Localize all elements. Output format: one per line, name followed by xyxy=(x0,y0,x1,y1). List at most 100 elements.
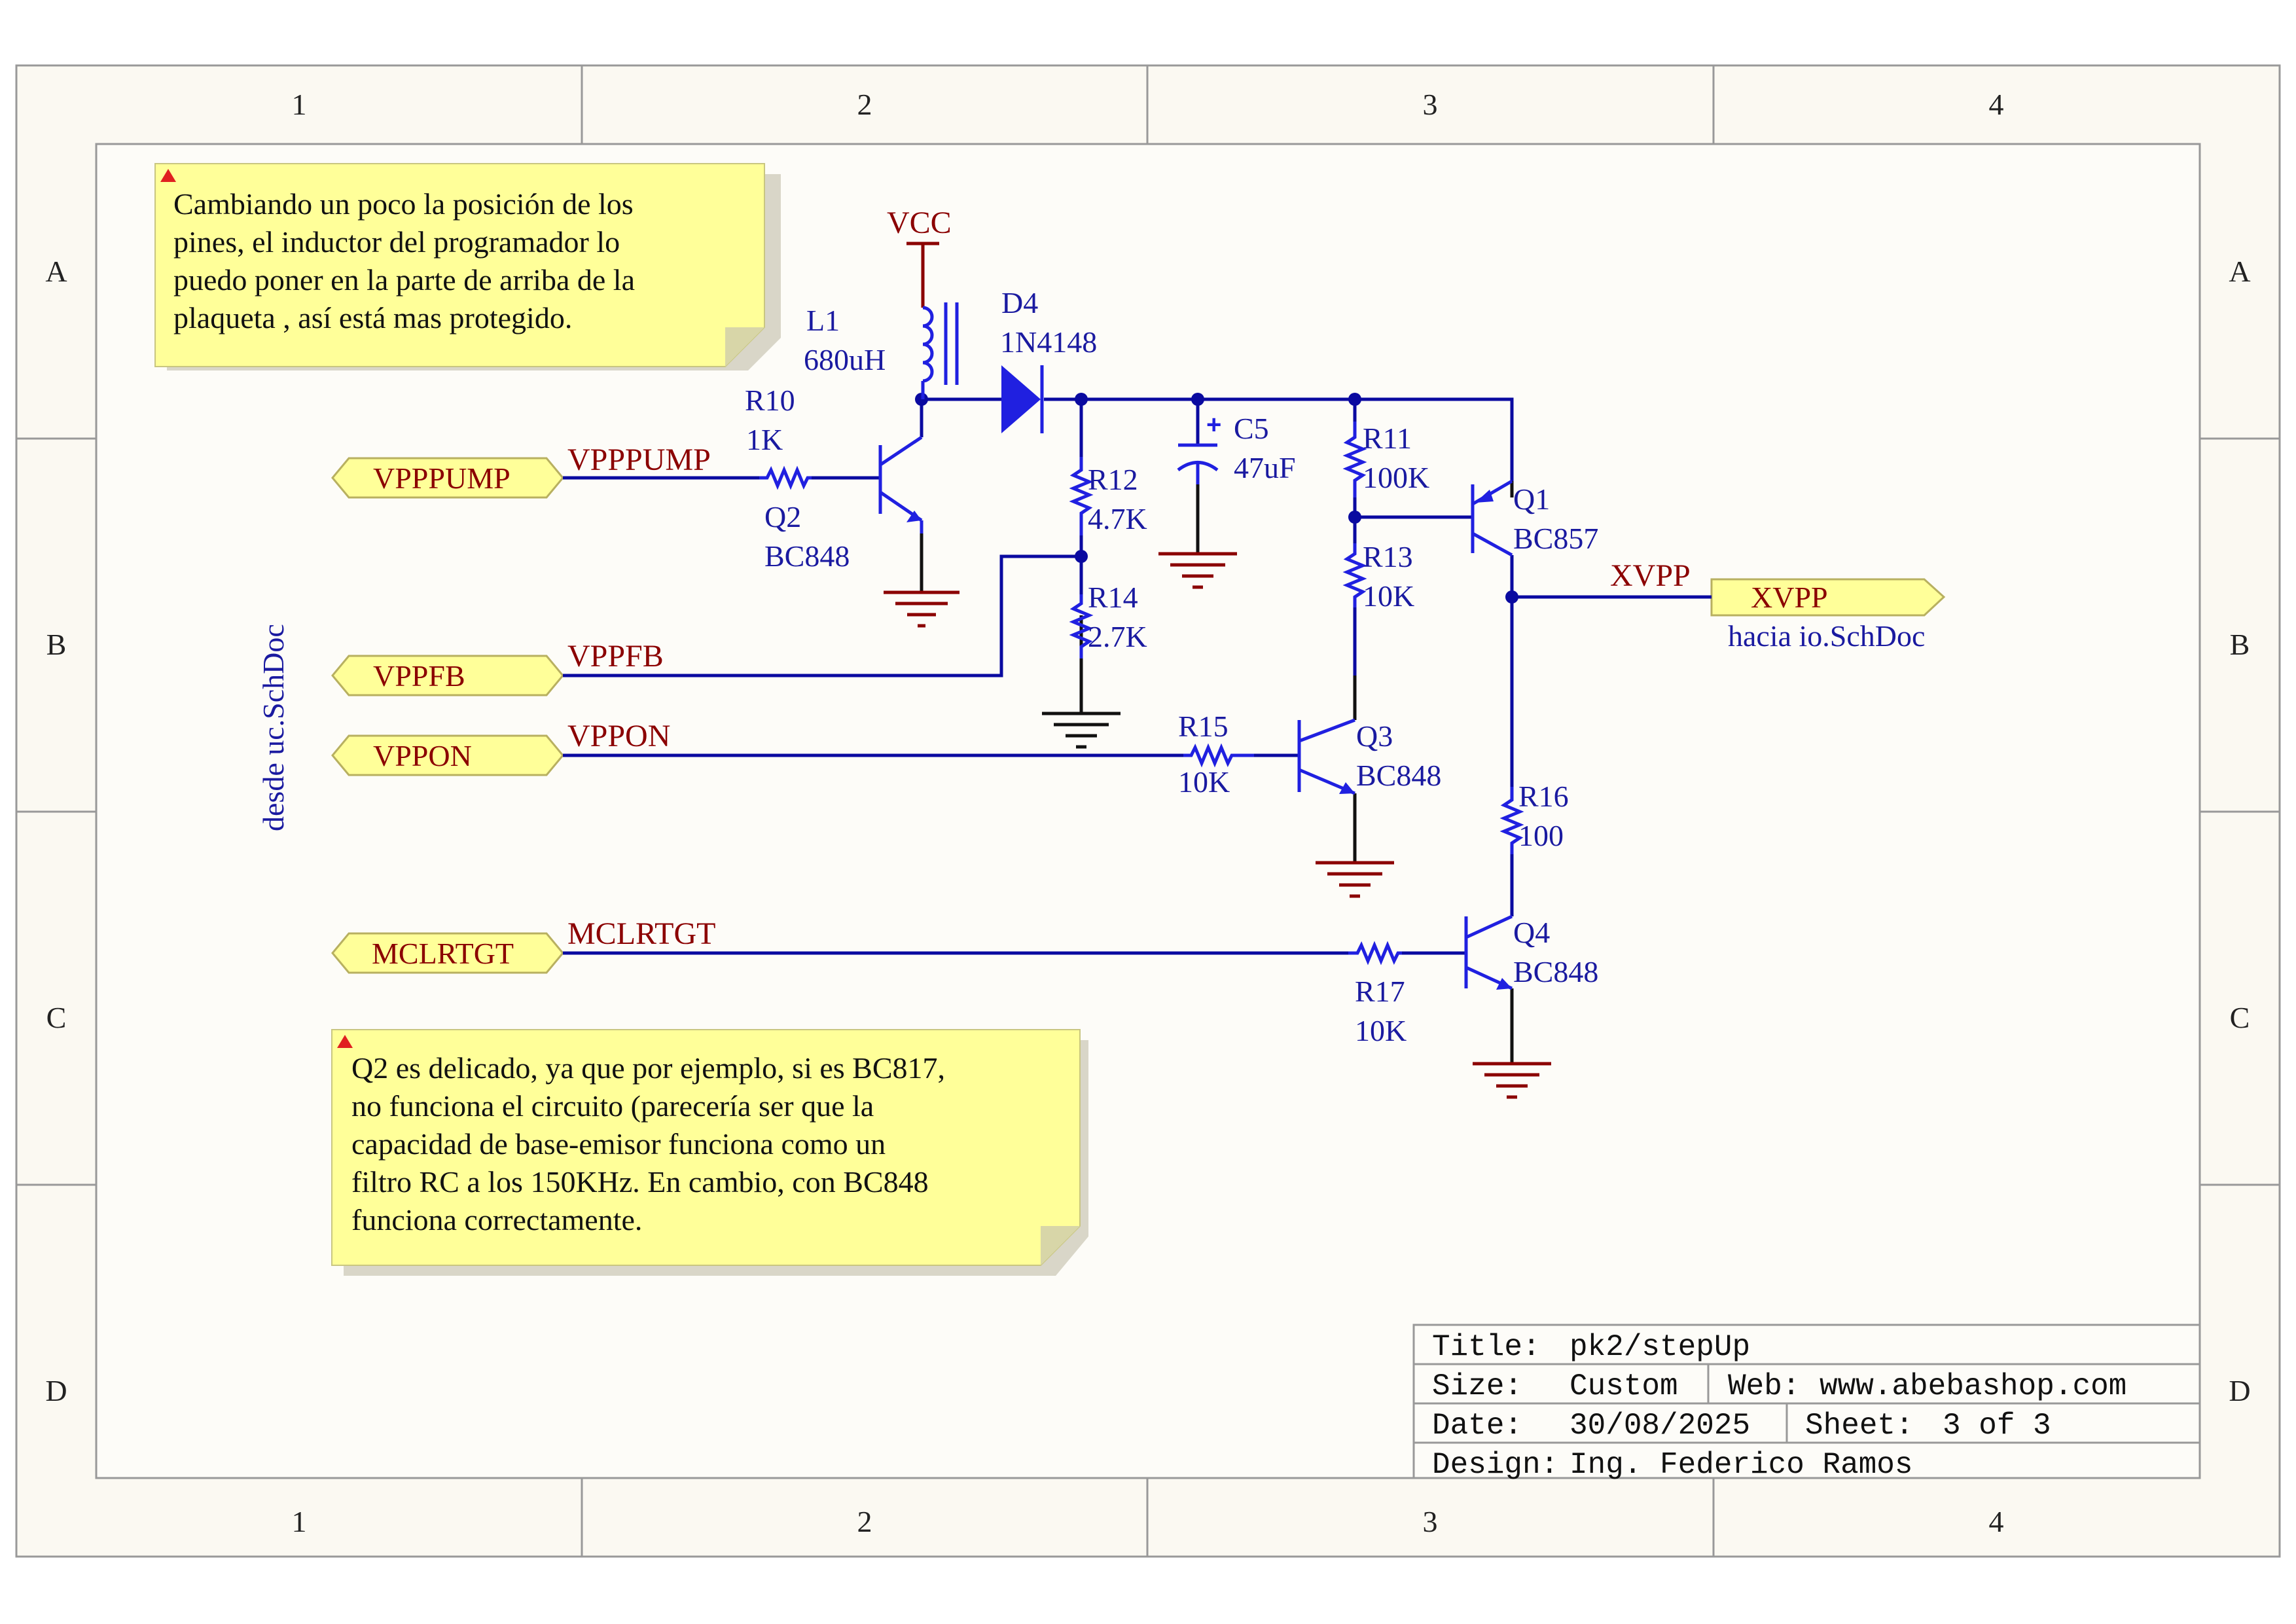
resistor-r10[interactable]: R10 1K xyxy=(745,384,812,490)
zone-col-2-bottom: 2 xyxy=(857,1505,872,1538)
resistor-r13[interactable]: R13 10K xyxy=(1342,540,1414,613)
net-label-xvpp: XVPP xyxy=(1610,558,1691,593)
l1-value: 680uH xyxy=(804,343,886,376)
ground-q2 xyxy=(884,590,960,628)
l1-ref: L1 xyxy=(806,304,840,337)
port-vppfb[interactable]: VPPFB xyxy=(331,655,564,696)
net-label-vppfb: VPPFB xyxy=(567,639,664,674)
junction-dots xyxy=(915,393,1518,604)
tb-sheet-label: Sheet: xyxy=(1805,1409,1914,1443)
note-bottom-line-5: funciona correctamente. xyxy=(351,1203,642,1236)
note-bottom-line-1: Q2 es delicado, ya que por ejemplo, si e… xyxy=(351,1051,945,1085)
transistor-q2[interactable]: Q2 BC848 xyxy=(764,435,924,573)
resistor-r14[interactable]: R14 2.7K xyxy=(1069,581,1147,659)
tb-size-label: Size: xyxy=(1432,1369,1522,1403)
note-bottom-line-4: filtro RC a los 150KHz. En cambio, con B… xyxy=(351,1165,929,1199)
r17-value: 10K xyxy=(1355,1014,1407,1047)
r12-ref: R12 xyxy=(1088,463,1138,496)
resistor-r16[interactable]: R16 100 xyxy=(1499,780,1569,854)
from-sheet-text: desde uc.SchDoc xyxy=(257,624,290,831)
ground-q3 xyxy=(1316,861,1394,898)
note-top-line-3: puedo poner en la parte de arriba de la xyxy=(173,263,635,297)
zone-col-4-bottom: 4 xyxy=(1989,1505,2004,1538)
d4-value: 1N4148 xyxy=(1000,325,1097,359)
note-bottom-line-3: capacidad de base-emisor funciona como u… xyxy=(351,1127,886,1161)
tb-sheet-value: 3 of 3 xyxy=(1943,1409,2051,1443)
tb-design-value: Ing. Federico Ramos xyxy=(1570,1448,1913,1482)
transistor-q1[interactable]: Q1 BC857 xyxy=(1471,479,1598,557)
diode-d4[interactable]: D4 1N4148 xyxy=(1000,286,1097,433)
zone-row-d-right: D xyxy=(2229,1374,2250,1407)
c5-value: 47uF xyxy=(1234,451,1296,484)
tb-web-label: Web: xyxy=(1728,1369,1800,1403)
r15-ref: R15 xyxy=(1178,710,1229,743)
r13-ref: R13 xyxy=(1363,540,1413,573)
q2-value: BC848 xyxy=(764,539,850,573)
c5-ref: C5 xyxy=(1234,412,1269,445)
zone-row-d-left: D xyxy=(45,1374,67,1407)
port-mclrtgt[interactable]: MCLRTGT xyxy=(331,932,564,974)
c5-plus-icon: + xyxy=(1206,410,1221,439)
inductor-l1[interactable]: L1 680uH xyxy=(804,302,959,399)
port-vppon-label: VPPON xyxy=(373,739,472,772)
tb-web-value: www.abebashop.com xyxy=(1820,1369,2126,1403)
zone-row-b-right: B xyxy=(2230,628,2250,661)
zone-col-3-bottom: 3 xyxy=(1423,1505,1438,1538)
note-bottom: Q2 es delicado, ya que por ejemplo, si e… xyxy=(331,1029,1088,1276)
tb-date-label: Date: xyxy=(1432,1409,1522,1443)
ground-r14 xyxy=(1042,712,1121,749)
port-vpppump[interactable]: VPPPUMP xyxy=(331,457,564,499)
port-vppon[interactable]: VPPON xyxy=(331,734,564,776)
zone-row-c-left: C xyxy=(46,1001,67,1034)
tb-title-label: Title: xyxy=(1432,1330,1541,1364)
resistor-r12[interactable]: R12 4.7K xyxy=(1069,457,1147,535)
net-label-mclrtgt: MCLRTGT xyxy=(567,916,715,951)
capacitor-c5[interactable]: + C5 47uF xyxy=(1177,410,1296,484)
zone-row-a-right: A xyxy=(2229,255,2250,288)
port-xvpp-label: XVPP xyxy=(1751,581,1828,614)
port-vppfb-label: VPPFB xyxy=(373,659,465,693)
zone-row-a-left: A xyxy=(45,255,67,288)
q4-value: BC848 xyxy=(1513,955,1598,988)
zone-col-2-top: 2 xyxy=(857,88,872,121)
r11-value: 100K xyxy=(1363,461,1429,494)
zone-row-c-right: C xyxy=(2230,1001,2250,1034)
zone-row-b-left: B xyxy=(46,628,67,661)
r10-value: 1K xyxy=(746,423,783,456)
transistor-q3[interactable]: Q3 BC848 xyxy=(1297,718,1441,795)
note-bottom-flag-icon xyxy=(337,1035,353,1048)
r13-value: 10K xyxy=(1363,579,1414,613)
transistor-q4[interactable]: Q4 BC848 xyxy=(1464,914,1598,990)
resistor-r17[interactable]: R17 10K xyxy=(1348,941,1407,1047)
resistor-r15[interactable]: R15 10K xyxy=(1178,710,1254,799)
ground-q4 xyxy=(1473,1062,1551,1099)
r10-ref: R10 xyxy=(745,384,795,417)
r14-value: 2.7K xyxy=(1088,620,1147,653)
resistor-r11[interactable]: R11 100K xyxy=(1342,422,1429,497)
r15-value: 10K xyxy=(1178,765,1230,799)
q3-value: BC848 xyxy=(1356,759,1441,792)
r12-value: 4.7K xyxy=(1088,502,1147,535)
note-top-line-4: plaqueta , así está mas protegido. xyxy=(173,301,572,334)
tb-date-value: 30/08/2025 xyxy=(1570,1409,1750,1443)
net-label-vppon: VPPON xyxy=(567,719,670,753)
r17-ref: R17 xyxy=(1355,975,1405,1008)
d4-ref: D4 xyxy=(1001,286,1038,319)
q4-ref: Q4 xyxy=(1513,916,1550,949)
r11-ref: R11 xyxy=(1363,422,1412,455)
zone-col-1-bottom: 1 xyxy=(292,1505,307,1538)
note-top-line-1: Cambiando un poco la posición de los xyxy=(173,187,634,221)
r14-ref: R14 xyxy=(1088,581,1138,614)
q1-ref: Q1 xyxy=(1513,482,1550,516)
net-label-vpppump: VPPPUMP xyxy=(567,442,711,477)
ground-c5 xyxy=(1158,552,1237,589)
tb-size-value: Custom xyxy=(1570,1369,1678,1403)
q1-value: BC857 xyxy=(1513,522,1598,555)
vcc-power-symbol: VCC xyxy=(887,206,952,308)
note-top: Cambiando un poco la posición de los pin… xyxy=(154,163,781,370)
r16-value: 100 xyxy=(1518,819,1564,852)
r16-ref: R16 xyxy=(1518,780,1569,813)
port-xvpp[interactable]: XVPP xyxy=(1710,578,1946,617)
zone-col-4-top: 4 xyxy=(1989,88,2004,121)
